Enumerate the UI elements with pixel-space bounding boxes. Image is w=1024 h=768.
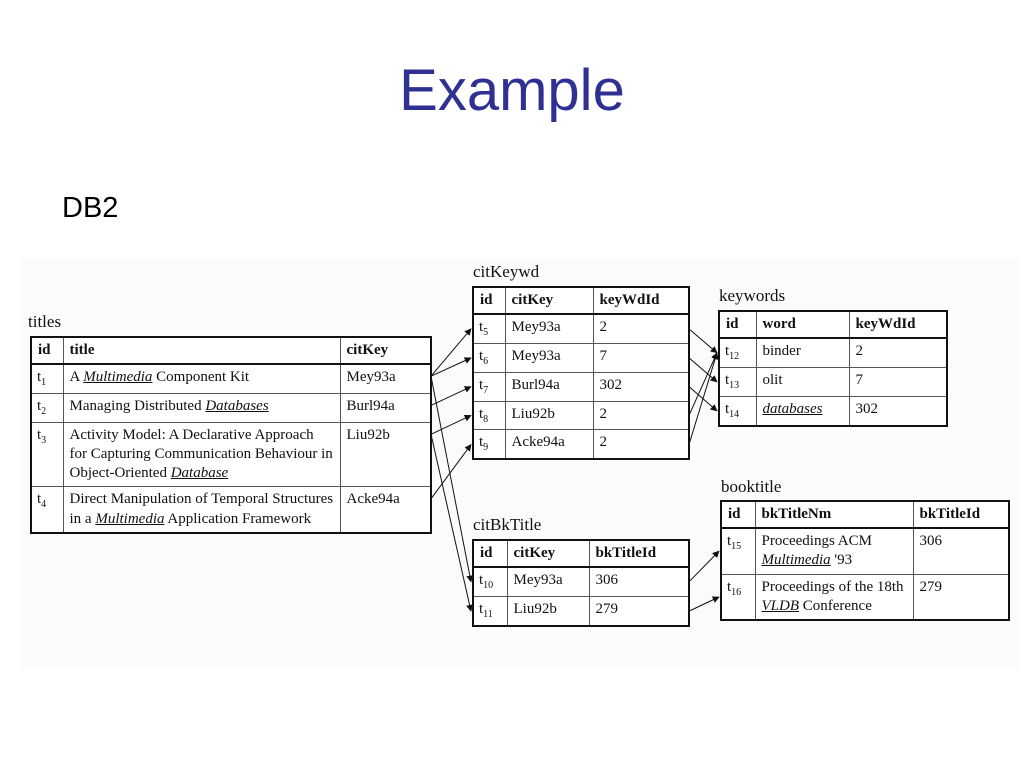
citbktitle-caption: citBkTitle (473, 515, 542, 534)
row-id: t8 (472, 400, 506, 431)
citkey-cell: Mey93a (339, 363, 432, 394)
row-id: t12 (718, 337, 757, 368)
title-cell: A Multimedia Component Kit (62, 363, 341, 394)
row-id: t11 (472, 595, 508, 627)
column-header: bkTitleId (588, 539, 690, 569)
table-row: t2 Managing Distributed Databases Burl94… (30, 392, 432, 423)
schema-figure: titles id title citKey t1 A Multimedia C… (20, 258, 1020, 668)
column-header: citKey (506, 539, 590, 569)
titles-table: id title citKey t1 A Multimedia Componen… (30, 336, 432, 534)
word-cell: olit (755, 366, 850, 397)
bktitleid-cell: 306 (912, 527, 1010, 575)
titles-caption: titles (28, 312, 62, 331)
title-cell: Activity Model: A Declarative Approach f… (62, 421, 341, 488)
column-header: keyWdId (848, 310, 948, 340)
keywdid-cell: 2 (848, 337, 948, 368)
bktitleid-cell: 306 (588, 566, 690, 597)
link-arrow (430, 328, 472, 377)
keywdid-cell: 7 (592, 342, 690, 373)
bktitleid-cell: 279 (912, 573, 1010, 621)
row-id: t2 (30, 392, 64, 423)
table-row: t3 Activity Model: A Declarative Approac… (30, 421, 432, 488)
booktitle-header-row: id bkTitleNm bkTitleId (720, 500, 1010, 530)
citkey-cell: Mey93a (504, 342, 594, 373)
citkeywd-caption: citKeywd (473, 262, 540, 281)
citkey-cell: Liu92b (504, 400, 594, 431)
column-header: citKey (504, 286, 594, 316)
slide-title: Example (399, 58, 625, 123)
column-header: citKey (339, 336, 432, 366)
slide-subtitle: DB2 (62, 192, 119, 224)
citkeywd-header-row: id citKey keyWdId (472, 286, 690, 316)
column-header: id (472, 539, 508, 569)
link-arrow (688, 550, 720, 583)
link-arrow (430, 357, 472, 377)
row-id: t5 (472, 313, 506, 344)
column-header: bkTitleNm (754, 500, 914, 530)
row-id: t15 (720, 527, 756, 575)
column-header: word (755, 310, 850, 340)
table-row: t1 A Multimedia Component Kit Mey93a (30, 363, 432, 394)
citkey-cell: Burl94a (504, 371, 594, 402)
titles-header-row: id title citKey (30, 336, 432, 366)
word-cell: databases (755, 395, 850, 427)
link-arrow (430, 414, 472, 435)
title-cell: Direct Manipulation of Temporal Structur… (62, 486, 341, 534)
column-header: id (30, 336, 64, 366)
keywords-caption: keywords (719, 286, 786, 305)
word-cell: binder (755, 337, 850, 368)
row-id: t3 (30, 421, 64, 488)
citkey-cell: Acke94a (504, 429, 594, 460)
link-arrow (430, 443, 472, 500)
link-arrow (688, 357, 718, 383)
keywords-header-row: id word keyWdId (718, 310, 948, 340)
link-arrow (688, 596, 720, 612)
column-header: bkTitleId (912, 500, 1010, 530)
citkey-cell: Mey93a (504, 313, 594, 344)
citkey-cell: Acke94a (339, 486, 432, 534)
row-id: t9 (472, 429, 506, 460)
link-arrow (430, 376, 474, 583)
link-arrow (688, 328, 718, 354)
link-arrows (430, 328, 720, 612)
bktitlenm-cell: Proceedings of the 18th VLDB Conference (754, 573, 914, 621)
keywdid-cell: 2 (592, 429, 690, 460)
column-header: id (718, 310, 757, 340)
link-arrow (430, 386, 472, 406)
row-id: t10 (472, 566, 508, 597)
link-arrow (688, 352, 719, 445)
citkey-cell: Burl94a (339, 392, 432, 423)
keywdid-cell: 2 (592, 313, 690, 344)
keywdid-cell: 302 (848, 395, 948, 427)
booktitle-caption: booktitle (721, 477, 782, 496)
link-arrow (688, 352, 718, 416)
title-cell: Managing Distributed Databases (62, 392, 341, 423)
citbktitle-header-row: id citKey bkTitleId (472, 539, 690, 569)
bktitleid-cell: 279 (588, 595, 690, 627)
table-row: t4 Direct Manipulation of Temporal Struc… (30, 486, 432, 534)
link-arrow (430, 434, 474, 612)
row-id: t16 (720, 573, 756, 621)
column-header: keyWdId (592, 286, 690, 316)
citkey-cell: Liu92b (339, 421, 432, 488)
citkey-cell: Liu92b (506, 595, 590, 627)
